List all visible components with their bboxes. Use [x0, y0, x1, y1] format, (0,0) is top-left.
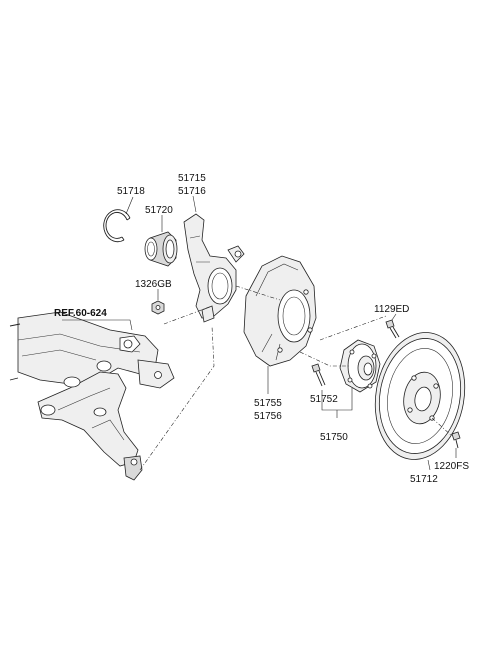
- screw-1220fs: [451, 431, 461, 449]
- ref-label: REF.60-624: [54, 308, 107, 319]
- label-1220fs: 1220FS: [434, 461, 469, 472]
- assembly-line-balljoint-knuckle: [139, 325, 215, 471]
- subframe-lower-arm-assembly: [9, 311, 175, 481]
- hub-bolt-51752: [311, 363, 326, 387]
- label-51718: 51718: [117, 186, 145, 197]
- label-51715: 51715: [178, 173, 206, 184]
- nut-1326gb: [151, 300, 165, 315]
- label-51755: 51755: [254, 398, 282, 409]
- label-51750: 51750: [320, 432, 348, 443]
- steering-knuckle-51715: [183, 213, 245, 323]
- bolt-1129ed: [385, 319, 400, 339]
- wheel-hub-51750: [339, 339, 381, 393]
- assembly-line-disc-bolt: [319, 315, 387, 341]
- assembly-line-hub-axis: [299, 351, 350, 367]
- assembly-line-bolt-knuckle: [163, 305, 213, 325]
- label-51756: 51756: [254, 411, 282, 422]
- wheel-bearing-51720: [144, 231, 178, 267]
- label-51752: 51752: [310, 394, 338, 405]
- brake-disc-51712: [374, 332, 466, 460]
- label-51716: 51716: [178, 186, 206, 197]
- label-51712: 51712: [410, 474, 438, 485]
- assembly-line-knuckle-cover: [235, 285, 281, 301]
- label-1129ed: 1129ED: [374, 304, 409, 315]
- label-1326gb: 1326GB: [135, 279, 172, 290]
- dust-cover-51755: [243, 255, 317, 367]
- snap-ring-51718: [103, 209, 131, 243]
- label-51720: 51720: [145, 205, 173, 216]
